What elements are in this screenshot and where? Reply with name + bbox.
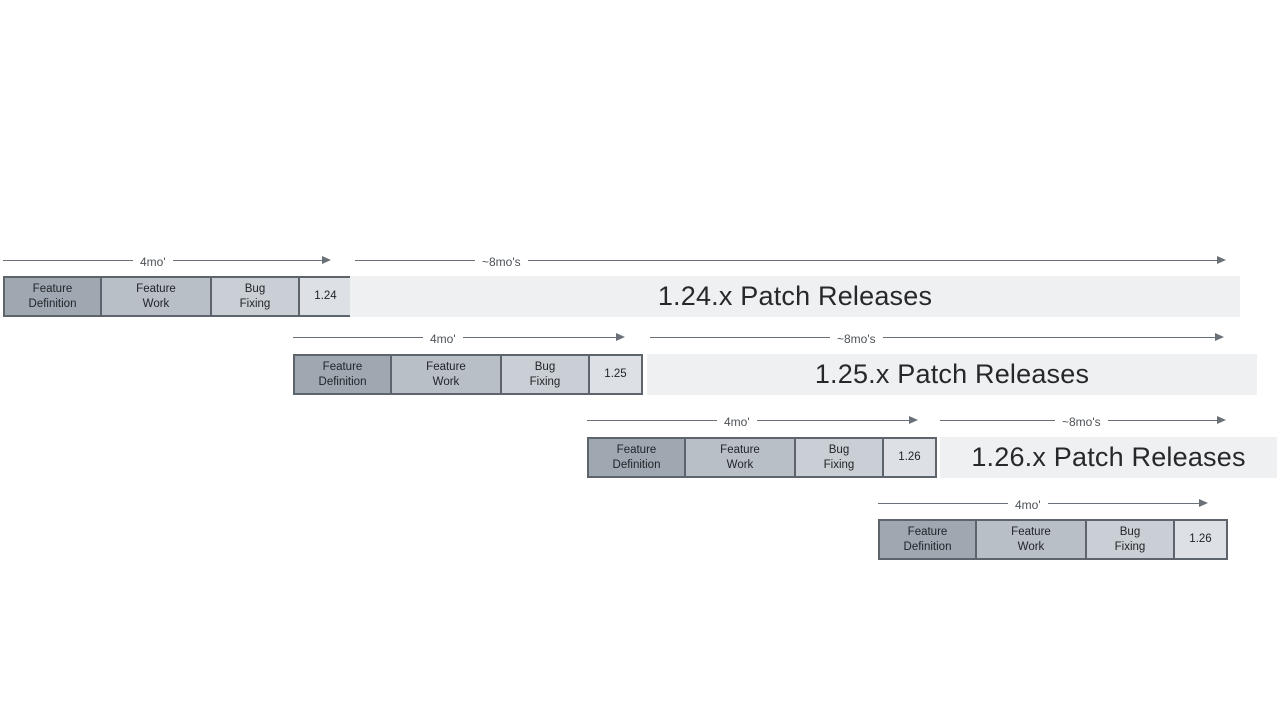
- phase-feature-work: Feature Work: [100, 276, 212, 317]
- arrowhead-icon: [1217, 256, 1226, 264]
- arrow-line: [1047, 502, 1199, 504]
- phase-bug-fixing: Bug Fixing: [500, 354, 590, 395]
- version-box: 1.25: [588, 354, 643, 395]
- patch-releases-label: 1.25.x Patch Releases: [814, 359, 1090, 389]
- version-label: 1.26: [898, 451, 921, 464]
- phase-feature-definition: Feature Definition: [293, 354, 392, 395]
- phase-label: Bug Fixing: [1114, 525, 1146, 553]
- arrow-line: [756, 419, 909, 421]
- arrow-line: [882, 336, 1215, 338]
- patch-releases-bar-1.24: 1.24.x Patch Releases: [350, 276, 1240, 317]
- arrowhead-icon: [616, 333, 625, 341]
- arrowhead-icon: [1217, 416, 1226, 424]
- patch-cycle-arrow-1.25: ~8mo's: [650, 329, 1224, 345]
- phase-feature-work: Feature Work: [684, 437, 796, 478]
- dev-cycle-arrow-1.25: 4mo': [293, 329, 625, 345]
- arrowhead-icon: [1199, 499, 1208, 507]
- phase-label: Feature Work: [136, 282, 176, 310]
- release-phases-1.26: Feature Definition Feature Work Bug Fixi…: [587, 437, 937, 478]
- phase-bug-fixing: Bug Fixing: [794, 437, 884, 478]
- phase-label: Feature Definition: [612, 443, 661, 471]
- arrow-line: [172, 259, 322, 261]
- arrowhead-icon: [909, 416, 918, 424]
- arrow-line: [293, 336, 423, 338]
- version-label: 1.25: [604, 368, 627, 381]
- phase-label: Feature Definition: [903, 525, 952, 553]
- phase-bug-fixing: Bug Fixing: [210, 276, 300, 317]
- version-box: 1.26: [1173, 519, 1228, 560]
- phase-label: Feature Definition: [318, 360, 367, 388]
- phase-label: Feature Work: [1011, 525, 1051, 553]
- arrow-line: [527, 259, 1217, 261]
- phase-feature-work: Feature Work: [390, 354, 502, 395]
- patch-duration-label: ~8mo's: [482, 255, 521, 269]
- arrow-line: [650, 336, 830, 338]
- phase-label: Bug Fixing: [239, 282, 271, 310]
- phase-label: Bug Fixing: [823, 443, 855, 471]
- version-label: 1.24: [314, 290, 337, 303]
- dev-duration-label: 4mo': [430, 332, 456, 346]
- phase-label: Feature Work: [426, 360, 466, 388]
- version-box: 1.24: [298, 276, 353, 317]
- phase-feature-definition: Feature Definition: [587, 437, 686, 478]
- phase-feature-definition: Feature Definition: [878, 519, 977, 560]
- arrowhead-icon: [1215, 333, 1224, 341]
- arrow-line: [462, 336, 616, 338]
- phase-label: Feature Work: [720, 443, 760, 471]
- dev-cycle-arrow-1.26: 4mo': [587, 412, 918, 428]
- patch-releases-bar-1.25: 1.25.x Patch Releases: [647, 354, 1257, 395]
- patch-releases-label: 1.24.x Patch Releases: [657, 281, 933, 311]
- release-phases-1.24: Feature Definition Feature Work Bug Fixi…: [3, 276, 353, 317]
- patch-releases-label: 1.26.x Patch Releases: [971, 442, 1246, 472]
- phase-label: Bug Fixing: [529, 360, 561, 388]
- arrowhead-icon: [322, 256, 331, 264]
- version-box: 1.26: [882, 437, 937, 478]
- arrow-line: [940, 419, 1055, 421]
- patch-cycle-arrow-1.24: ~8mo's: [355, 252, 1226, 268]
- patch-cycle-arrow-1.26: ~8mo's: [940, 412, 1226, 428]
- patch-releases-bar-1.26: 1.26.x Patch Releases: [940, 437, 1277, 478]
- arrow-line: [878, 502, 1008, 504]
- phase-feature-definition: Feature Definition: [3, 276, 102, 317]
- patch-duration-label: ~8mo's: [837, 332, 876, 346]
- phase-bug-fixing: Bug Fixing: [1085, 519, 1175, 560]
- arrow-line: [355, 259, 475, 261]
- arrow-line: [1107, 419, 1217, 421]
- dev-cycle-arrow-1.24: 4mo': [3, 252, 331, 268]
- arrow-line: [587, 419, 717, 421]
- patch-duration-label: ~8mo's: [1062, 415, 1101, 429]
- arrow-line: [3, 259, 133, 261]
- phase-feature-work: Feature Work: [975, 519, 1087, 560]
- dev-duration-label: 4mo': [724, 415, 750, 429]
- phase-label: Feature Definition: [28, 282, 77, 310]
- release-phases-next: Feature Definition Feature Work Bug Fixi…: [878, 519, 1228, 560]
- dev-cycle-arrow-next: 4mo': [878, 495, 1208, 511]
- version-label: 1.26: [1189, 533, 1212, 546]
- dev-duration-label: 4mo': [140, 255, 166, 269]
- dev-duration-label: 4mo': [1015, 498, 1041, 512]
- release-phases-1.25: Feature Definition Feature Work Bug Fixi…: [293, 354, 643, 395]
